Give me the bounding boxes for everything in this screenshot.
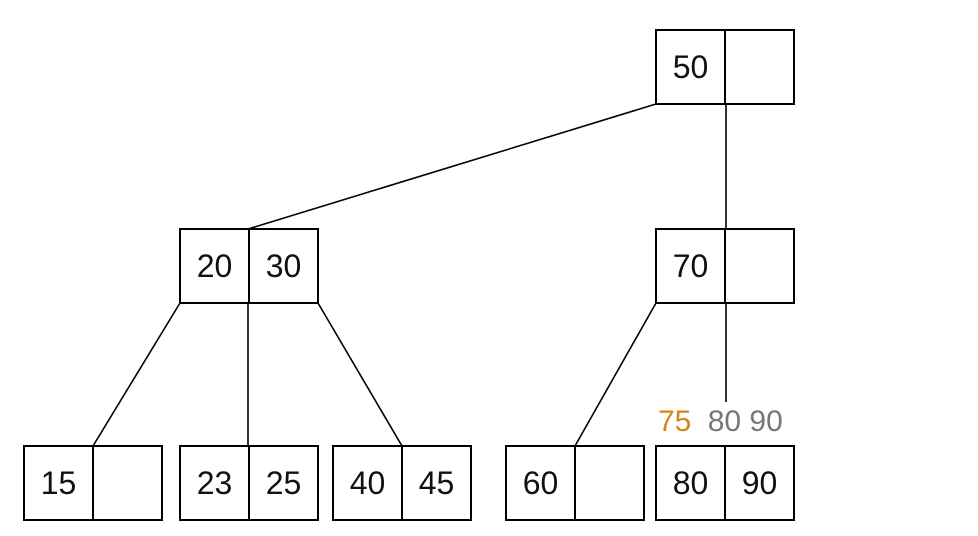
- node-key: 90: [742, 465, 778, 501]
- node-key: 40: [350, 465, 386, 501]
- node-key: 60: [523, 465, 559, 501]
- edges-layer: [92, 103, 727, 447]
- node-key: 45: [419, 465, 455, 501]
- node-key: 50: [673, 49, 709, 85]
- node-key: 30: [266, 248, 302, 284]
- node-n15: 15: [23, 445, 163, 521]
- node-key: 23: [197, 465, 233, 501]
- node-n2325: 23 25: [179, 445, 319, 521]
- node-root: 50: [655, 29, 795, 105]
- node-n8090: 80 90: [655, 445, 795, 521]
- node-key: 20: [197, 248, 233, 284]
- node-n60: 60: [505, 445, 645, 521]
- edge-root-n2030: [247, 103, 657, 230]
- existing-keys: 80 90: [708, 405, 783, 438]
- edge-n70-n60: [574, 302, 657, 447]
- node-n4045: 40 45: [332, 445, 472, 521]
- node-key: 70: [673, 248, 709, 284]
- insertion-annotation: 75 80 90: [658, 405, 783, 438]
- edge-n2030-n15: [92, 302, 181, 447]
- edge-n2030-n4045: [317, 302, 403, 447]
- node-n70: 70: [655, 228, 795, 304]
- inserted-key: 75: [658, 405, 691, 438]
- node-key: 25: [266, 465, 302, 501]
- node-key: 80: [673, 465, 709, 501]
- node-key: 15: [41, 465, 77, 501]
